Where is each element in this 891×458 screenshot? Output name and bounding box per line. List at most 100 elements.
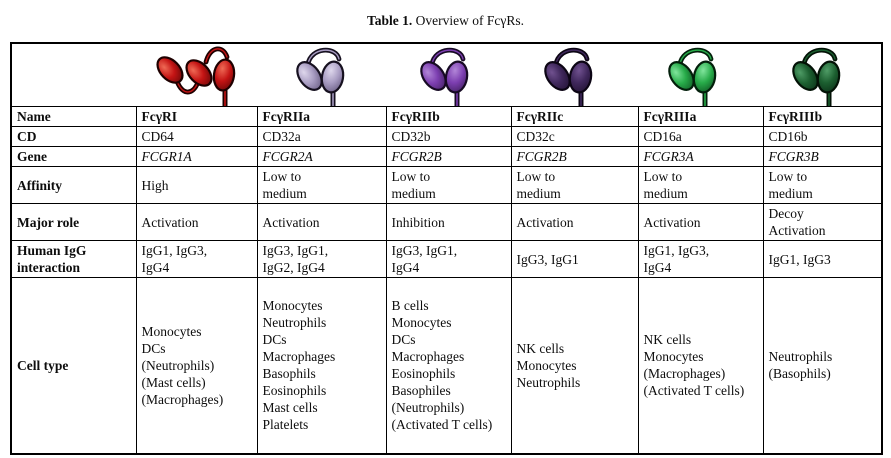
cell-type-line: Monocytes (391, 315, 452, 331)
cell-gene-col5: FCGR3A (637, 146, 764, 167)
cell-type-line: (Mast cells) (141, 374, 206, 390)
cd-value: CD32b (391, 129, 431, 144)
affinity-value: Low to medium (643, 169, 688, 201)
fcgr2b-receptor-icon (385, 44, 509, 106)
cell-igg-col5: IgG1, IgG3, IgG4 (637, 240, 764, 278)
cell-type-line: NK cells (643, 332, 692, 348)
cell-type-line: (Basophils) (768, 366, 831, 382)
row-label-igg: Human IgG interaction (10, 240, 137, 278)
cell-type-line: (Activated T cells) (391, 417, 493, 433)
gene-value: FCGR2B (516, 149, 567, 164)
igg-value: IgG1, IgG3, IgG4 (643, 243, 710, 275)
name-value: FcγRIIc (516, 109, 564, 124)
cd-value: CD16b (768, 129, 808, 144)
cell-type-line: Monocytes (262, 298, 323, 314)
cell-type-line: Eosinophils (262, 383, 327, 399)
cell-major_role-col1: Activation (135, 203, 258, 241)
table-caption-text: Overview of FcγRs. (412, 13, 524, 28)
table-body: Name FcγRI FcγRIIa FcγRIIb FcγRIIc FcγRIIIa Fc… (10, 42, 883, 454)
row-label-gene: Gene (10, 146, 137, 167)
cell-name-col5: FcγRIIIa (637, 106, 764, 127)
affinity-value: High (141, 177, 169, 193)
cell-igg-col3: IgG3, IgG1, IgG4 (385, 240, 512, 278)
cell-major_role-col4: Activation (510, 203, 639, 241)
cell-type-line: Neutrophils (768, 349, 833, 365)
receptor-icon-cell (10, 42, 883, 107)
cell-cd-col4: CD32c (510, 126, 639, 147)
gene-value: FCGR3B (768, 149, 819, 164)
major_role-value: Activation (516, 214, 574, 230)
cell-gene-col6: FCGR3B (762, 146, 883, 167)
cell-cd-col3: CD32b (385, 126, 512, 147)
affinity-value: Low to medium (516, 169, 561, 201)
cell-affinity-col6: Low to medium (762, 166, 883, 204)
row-label-name: Name (10, 106, 137, 127)
cell-type-line: (Macrophages) (643, 366, 726, 382)
cell-cell_types-col6: Neutrophils(Basophils) (762, 277, 883, 454)
cd-value: CD32c (516, 129, 555, 144)
igg-value: IgG1, IgG3, IgG4 (141, 243, 208, 275)
igg-value: IgG1, IgG3 (768, 251, 831, 267)
cell-type-line: Macrophages (391, 349, 465, 365)
cell-cd-col1: CD64 (135, 126, 258, 147)
cell-gene-col3: FCGR2B (385, 146, 512, 167)
cd-value: CD32a (262, 129, 301, 144)
name-value: FcγRIIIa (643, 109, 697, 124)
table-caption-label: Table 1. (367, 13, 413, 28)
gene-value: FCGR2B (391, 149, 442, 164)
cell-type-line: Platelets (262, 417, 309, 433)
cell-type-line: (Neutrophils) (141, 357, 215, 373)
cell-gene-col1: FCGR1A (135, 146, 258, 167)
fcgr-overview-table: Name FcγRI FcγRIIa FcγRIIb FcγRIIc FcγRIIIa Fc… (10, 42, 884, 455)
cell-cd-col5: CD16a (637, 126, 764, 147)
row-label-cd: CD (10, 126, 137, 147)
cell-igg-col6: IgG1, IgG3 (762, 240, 883, 278)
receptor-icon-band (12, 44, 881, 106)
gene-value: FCGR2A (262, 149, 313, 164)
cell-gene-col2: FCGR2A (256, 146, 387, 167)
cell-type-line: Macrophages (262, 349, 336, 365)
cell-affinity-col5: Low to medium (637, 166, 764, 204)
cell-igg-col2: IgG3, IgG1, IgG2, IgG4 (256, 240, 387, 278)
cell-affinity-col1: High (135, 166, 258, 204)
cell-type-line: Monocytes (516, 357, 577, 373)
cell-major_role-col2: Activation (256, 203, 387, 241)
fcgr1-receptor-icon (137, 44, 261, 106)
row-label-cell_types: Cell type (10, 277, 137, 454)
cell-type-line: (Macrophages) (141, 391, 224, 407)
cell-type-line: B cells (391, 298, 429, 314)
igg-value: IgG3, IgG1, IgG2, IgG4 (262, 243, 329, 275)
major_role-value: Decoy Activation (768, 206, 826, 238)
cell-type-line: (Neutrophils) (391, 400, 465, 416)
major_role-value: Activation (141, 214, 199, 230)
cell-major_role-col5: Activation (637, 203, 764, 241)
major_role-value: Activation (262, 214, 320, 230)
name-value: FcγRIIIb (768, 109, 823, 124)
major_role-value: Activation (643, 214, 701, 230)
fcgr2a-receptor-icon (261, 44, 385, 106)
name-value: FcγRI (141, 109, 178, 124)
row-label-affinity: Affinity (10, 166, 137, 204)
name-value: FcγRIIa (262, 109, 311, 124)
gene-value: FCGR3A (643, 149, 694, 164)
affinity-value: Low to medium (768, 169, 813, 201)
cell-type-line: Monocytes (643, 349, 704, 365)
cell-type-line: Neutrophils (516, 374, 581, 390)
cell-type-line: Neutrophils (262, 315, 327, 331)
cell-igg-col4: IgG3, IgG1 (510, 240, 639, 278)
cell-name-col6: FcγRIIIb (762, 106, 883, 127)
row-label-major_role: Major role (10, 203, 137, 241)
major_role-value: Inhibition (391, 214, 445, 230)
cell-igg-col1: IgG1, IgG3, IgG4 (135, 240, 258, 278)
cell-type-line: DCs (391, 332, 416, 348)
cd-value: CD64 (141, 129, 174, 144)
cell-type-line: DCs (262, 332, 287, 348)
cell-name-col3: FcγRIIb (385, 106, 512, 127)
cell-name-col1: FcγRI (135, 106, 258, 127)
